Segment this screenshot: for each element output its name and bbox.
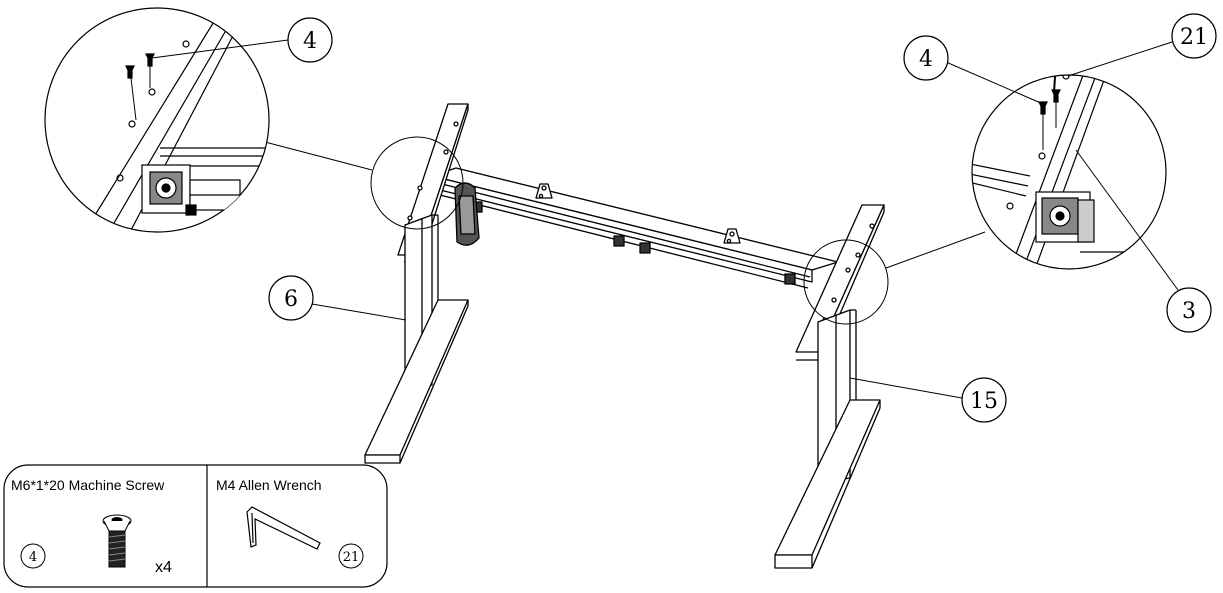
left-leg [364,103,469,464]
right-detail-view [971,74,1167,270]
left-detail-view [44,7,270,233]
desk-frame [364,103,885,569]
svg-text:6: 6 [284,287,298,312]
screw-left-1 [125,65,137,121]
motor-housing [454,182,480,246]
callout-crossbar: 3 [1075,149,1212,333]
right-leg [774,204,885,569]
svg-text:21: 21 [1180,25,1208,50]
detail-marker-right [803,239,889,325]
callout-right-leg: 15 [849,377,1007,423]
screw-left-2 [145,53,155,88]
crossbar [431,167,839,289]
svg-text:4: 4 [303,29,317,54]
wrench-part-callout: 21 [343,550,360,565]
machine-screw-icon [102,514,132,568]
wrench-part-label: M4 Allen Wrench [216,477,322,493]
screw-right-1 [1038,101,1048,150]
callout-right-screw: 4 [903,35,1044,105]
callout-left-screw: 4 [151,17,333,63]
screw-part-label: M6*1*20 Machine Screw [11,477,165,493]
svg-text:4: 4 [919,47,933,72]
callout-right-wrench: 21 [1067,13,1217,77]
detail-marker-left [370,136,464,230]
screw-quantity: x4 [155,559,172,576]
callout-left-leg: 6 [268,275,407,321]
svg-text:3: 3 [1182,299,1196,324]
screw-part-callout: 4 [29,550,37,565]
parts-box: M6*1*20 Machine Screw 4 x4 M4 Allen Wren… [3,464,388,588]
allen-wrench-icon [246,506,321,550]
allen-wrench-right [1053,75,1066,93]
svg-text:15: 15 [970,389,998,414]
